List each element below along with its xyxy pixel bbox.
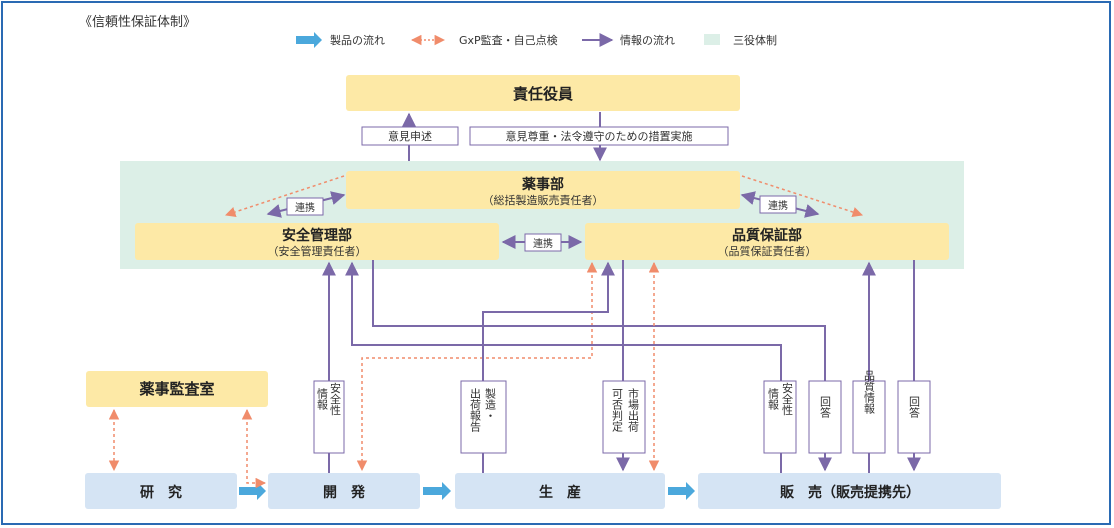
- answer-label-box: [808, 380, 842, 454]
- market-release-line1: 市場出荷: [627, 387, 640, 433]
- link-label-2: 連携: [768, 199, 788, 212]
- opinion-label: 意見申述: [388, 129, 432, 143]
- legend-info-flow: 情報の流れ: [620, 33, 675, 47]
- link-label-box-1: [286, 197, 324, 216]
- safety-info-label-line2: 情報: [316, 388, 329, 411]
- link-label-box-2: [759, 195, 797, 214]
- safety-info-label-box: [313, 380, 345, 454]
- pharma-dept-label: 薬事部: [522, 176, 564, 193]
- sales-safety-info-arrow: [345, 261, 782, 473]
- audit-office-box: [86, 371, 268, 407]
- legend-product-flow: 製品の流れ: [330, 33, 385, 47]
- sales-box: [698, 473, 1001, 509]
- market-release-line2: 可否判定: [611, 388, 624, 433]
- link-label-3: 連携: [533, 237, 553, 250]
- three-roles-legend-icon: [704, 34, 720, 45]
- audit-office-label: 薬事監査室: [138, 380, 214, 398]
- executives-label: 責任役員: [513, 85, 573, 103]
- qa-dept-box: [585, 223, 949, 260]
- legend-three-roles: 三役体制: [733, 33, 777, 47]
- link-label-1: 連携: [295, 201, 315, 214]
- answer2-label-box: [897, 380, 931, 454]
- diagram-title: 《信頼性保証体制》: [79, 15, 196, 30]
- manufacturing-report-line2: 出荷報告: [469, 387, 482, 433]
- pharma-dept-box: [346, 171, 740, 209]
- research-box: [85, 473, 237, 509]
- safety-dept-box: [135, 223, 499, 260]
- safety-info2-label-line2: 情報: [767, 388, 780, 411]
- production-box: [455, 473, 665, 509]
- safety-info2-label-box: [763, 380, 797, 454]
- opinion-label-box: [361, 126, 459, 146]
- development-box: [268, 473, 420, 509]
- market-release-label-box: [602, 380, 646, 454]
- executives-box: [346, 75, 740, 111]
- safety-answer-arrow: [372, 260, 832, 472]
- answer2-label: 回答: [908, 396, 921, 419]
- product-flow-legend-icon: [296, 32, 322, 48]
- qa-development-audit-arrow: [356, 261, 598, 472]
- respect-label-box: [469, 126, 729, 146]
- qa-dept-label: 品質保証部: [732, 227, 802, 244]
- audit-development-arrow: [241, 408, 267, 489]
- research-to-development-arrow: [239, 482, 266, 500]
- safety-info2-label-line1: 安全性: [781, 381, 794, 416]
- link-label-box-3: [524, 233, 562, 252]
- development-label: 開 発: [323, 484, 366, 501]
- research-label: 研 究: [140, 484, 182, 501]
- safety-dept-label: 安全管理部: [282, 227, 352, 244]
- pharma-dept-sub: （総括製造販売責任者）: [483, 193, 604, 207]
- production-to-sales-arrow: [668, 482, 695, 500]
- qa-dept-sub: （品質保証責任者）: [718, 244, 817, 258]
- quality-info-label-box: [852, 380, 886, 454]
- safety-info-label-line1: 安全性: [329, 381, 342, 416]
- safety-dept-sub: （安全管理責任者）: [268, 244, 367, 258]
- development-to-production-arrow: [423, 482, 451, 500]
- legend-gxp-audit: GxP監査・自己点検: [459, 33, 558, 47]
- manufacturing-report-line1: 製造・: [484, 387, 497, 421]
- answer-label: 回答: [819, 396, 832, 419]
- legend: 製品の流れ GxP監査・自己点検 情報の流れ 三役体制: [296, 32, 777, 48]
- sales-label: 販 売（販売提携先）: [780, 484, 920, 501]
- respect-label: 意見尊重・法令遵守のための措置実施: [506, 129, 693, 143]
- production-label: 生 産: [539, 484, 581, 501]
- quality-info-label: 品質情報: [863, 370, 876, 415]
- manufacturing-report-label-box: [460, 380, 507, 454]
